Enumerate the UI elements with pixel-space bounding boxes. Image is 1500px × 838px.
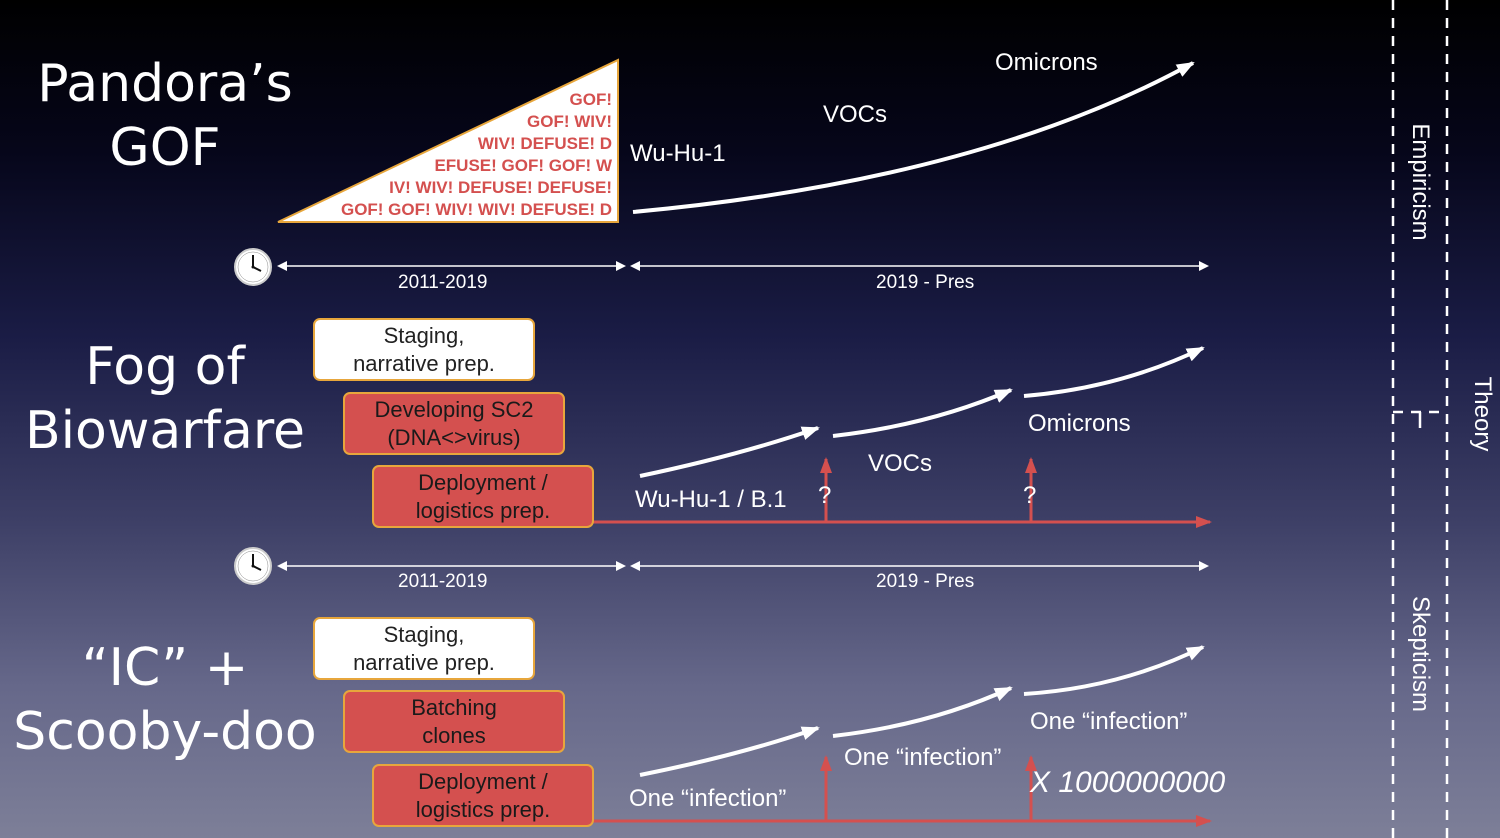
label-wuhu-b1: Wu-Hu-1 / B.1 (635, 486, 787, 513)
box-line: (DNA<>virus) (387, 424, 521, 450)
triangle-text-line: WIV! DEFUSE! D (477, 134, 612, 153)
triangle-text-line: GOF! GOF! WIV! WIV! DEFUSE! D (340, 200, 612, 219)
title-line: Biowarfare (24, 401, 306, 461)
triangle-text-line: IV! WIV! DEFUSE! DEFUSE! (389, 178, 612, 197)
curve-arrow-2b (832, 388, 1013, 438)
clock-icon (234, 547, 272, 585)
curve-arrow-1 (632, 61, 1195, 214)
box-deployment: Deployment /logistics prep. (372, 465, 594, 528)
label-one-infection: One “infection” (1030, 708, 1188, 735)
triangle-text-line: GOF! WIV! (527, 112, 612, 131)
box-developing: Developing SC2(DNA<>virus) (343, 392, 565, 455)
curve-arrow-3c (1023, 645, 1205, 696)
section-title-ic-scooby-doo: “IC” + Scooby-doo (5, 636, 325, 764)
timeline-range-label: 2011-2019 (398, 571, 488, 592)
title-line: Fog of (85, 337, 245, 397)
box-line: logistics prep. (415, 497, 551, 523)
triangle-text-line: GOF! (569, 90, 613, 109)
timeline-range-label: 2019 - Pres (876, 571, 975, 592)
label-vocs: VOCs (823, 101, 888, 128)
side-label-skepticism: Skepticism (1407, 595, 1434, 713)
title-line: Pandora’s (37, 54, 293, 114)
box-line: Batching (411, 694, 497, 720)
question-mark: ? (1023, 482, 1037, 509)
title-line: “IC” + (81, 638, 249, 698)
triangle-text-line: EFUSE! GOF! GOF! W (434, 156, 612, 175)
title-line: Scooby-doo (13, 702, 317, 762)
section-title-fog-of-biowarfare: Fog of Biowarfare (20, 335, 310, 463)
title-line: GOF (109, 118, 221, 178)
box-line: Developing SC2 (374, 396, 534, 422)
box-staging: Staging,narrative prep. (313, 318, 535, 381)
label-one-infection: One “infection” (629, 785, 787, 812)
box-staging: Staging,narrative prep. (313, 617, 535, 680)
curve-arrow-2a (639, 426, 820, 478)
box-line: logistics prep. (415, 796, 551, 822)
label-wuhu: Wu-Hu-1 (630, 140, 726, 167)
curve-arrow-3b (832, 686, 1013, 738)
gof-triangle (277, 58, 619, 223)
label-multiplier: X 1000000000 (1030, 766, 1226, 799)
question-mark: ? (818, 482, 832, 509)
box-line: Deployment / (418, 768, 548, 794)
box-line: Staging, (383, 322, 465, 348)
curve-arrow-3a (639, 726, 820, 777)
label-one-infection: One “infection” (844, 744, 1002, 771)
section-title-pandoras-gof: Pandora’s GOF (30, 52, 300, 180)
clock-icon (234, 248, 272, 286)
label-omicrons: Omicrons (995, 49, 1098, 76)
box-deployment: Deployment /logistics prep. (372, 764, 594, 827)
box-line: clones (422, 722, 486, 748)
timeline-range-label: 2019 - Pres (876, 272, 975, 293)
box-line: Staging, (383, 621, 465, 647)
label-vocs: VOCs (868, 450, 933, 477)
side-label-empiricism: Empiricism (1407, 123, 1434, 241)
box-line: narrative prep. (353, 350, 495, 376)
label-omicrons: Omicrons (1028, 410, 1131, 437)
box-line: Deployment / (418, 469, 548, 495)
curve-arrow-2c (1023, 346, 1205, 398)
box-line: narrative prep. (353, 649, 495, 675)
timeline-range-label: 2011-2019 (398, 272, 488, 293)
side-label-theory: Theory (1469, 376, 1496, 452)
